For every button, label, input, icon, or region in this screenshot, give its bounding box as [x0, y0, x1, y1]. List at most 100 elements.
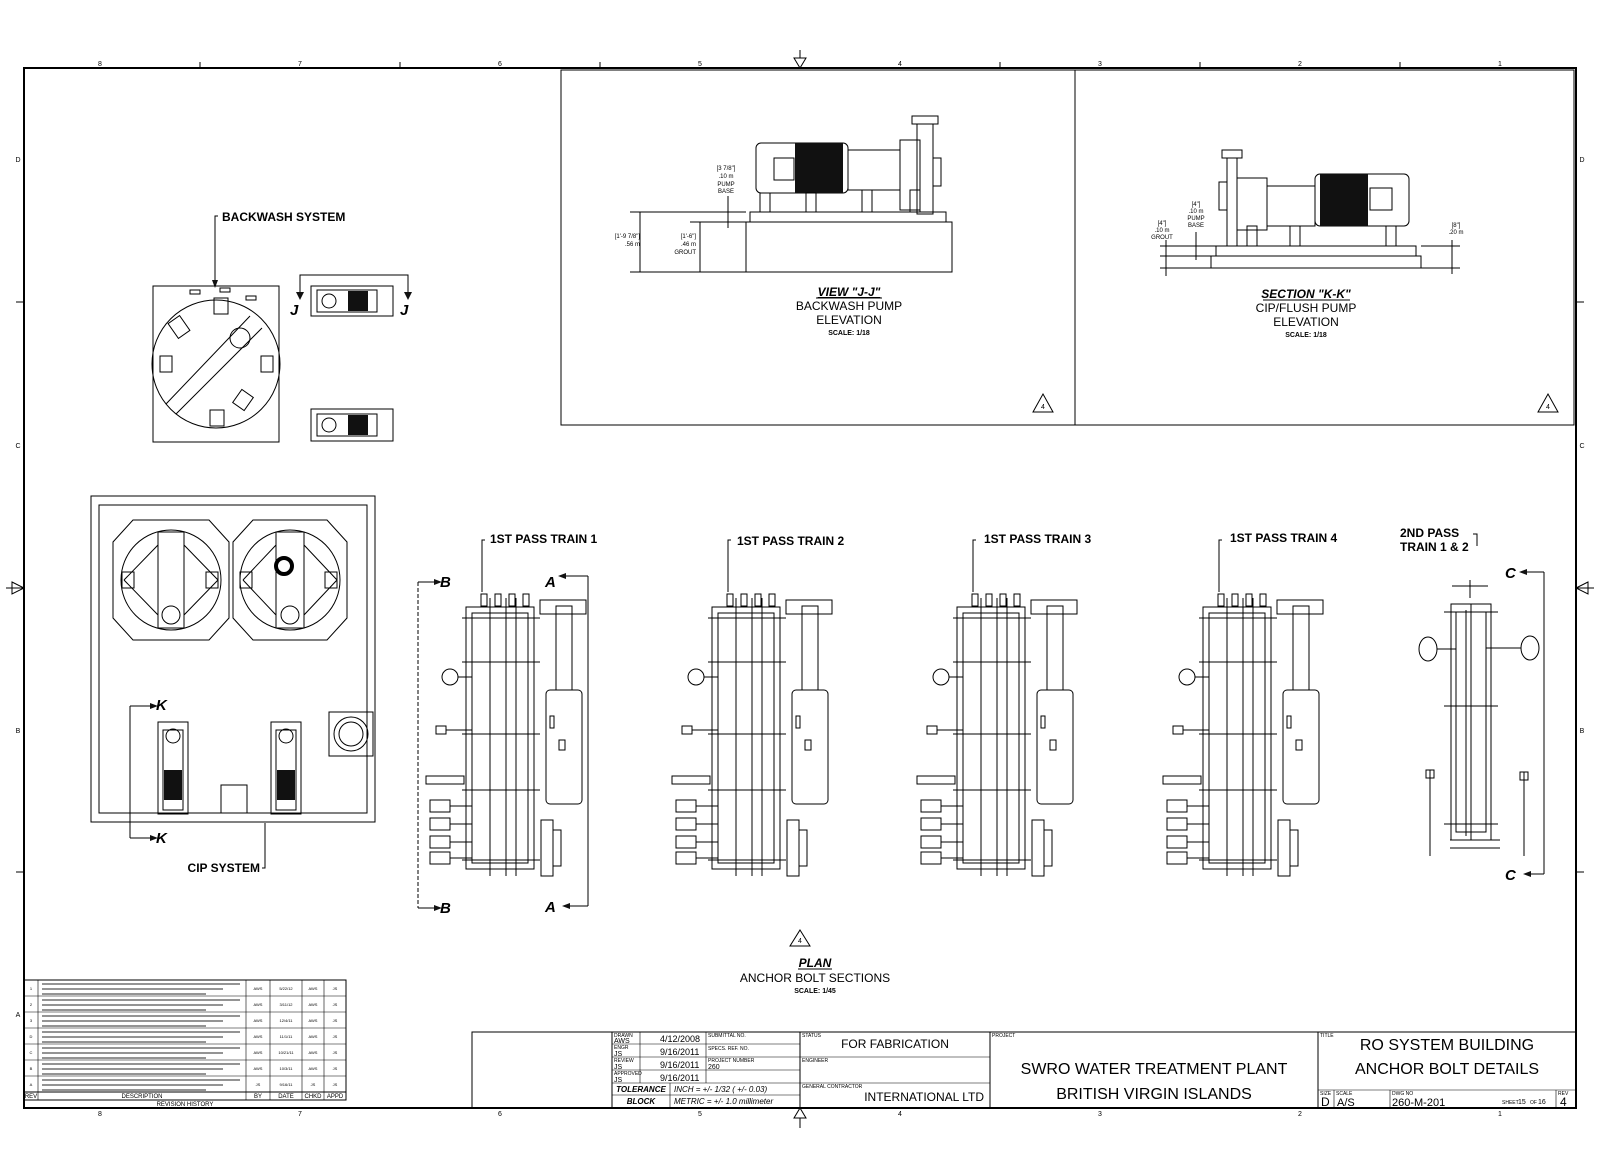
plan-rev: 4 [798, 938, 802, 945]
jj-grout [745, 221, 953, 273]
tb-rev: 4 [1560, 1095, 1567, 1109]
tb-of-label: OF [1530, 1100, 1537, 1106]
trains-layer [425, 539, 1324, 877]
col-label: 6 [498, 1111, 502, 1118]
tb-gc: INTERNATIONAL LTD [864, 1090, 984, 1104]
jj-dim-total-in: [1'-9 7/8"] [615, 234, 641, 240]
kk-rev-triangle [1537, 392, 1559, 413]
tb-project-1: SWRO WATER TREATMENT PLANT [1021, 1061, 1288, 1078]
cip-pump-1 [157, 721, 189, 815]
col-label: 1 [1498, 61, 1502, 68]
tb-title-label: TITLE [1320, 1033, 1334, 1039]
rev-cell-chkd: AWS [309, 1066, 318, 1071]
kk-rev: 4 [1546, 404, 1550, 411]
tb-tolerance-1: TOLERANCE [616, 1085, 666, 1094]
jj-dim-grout-label: GROUT [674, 250, 696, 256]
section-mark-k-top: K [156, 697, 168, 714]
plan-line1: ANCHOR BOLT SECTIONS [740, 971, 890, 985]
rev-cell-date: 5/22/12 [279, 986, 293, 991]
tb-rev-label: REV [1558, 1091, 1569, 1097]
backwash-tank [151, 299, 281, 429]
row-label: B [1580, 728, 1585, 735]
rev-cell-date: 10/3/11 [279, 1066, 293, 1071]
tb-sheet-label: SHEET [1502, 1100, 1519, 1106]
jj-line1: BACKWASH PUMP [796, 299, 902, 313]
tb-spec-label: SPECS. REF. NO. [708, 1046, 749, 1052]
tb-project-number: 260 [708, 1064, 720, 1071]
train-label-2: 1ST PASS TRAIN 2 [737, 534, 844, 548]
jj-scale: SCALE: 1/18 [828, 330, 870, 337]
tb-tol-inch: INCH = +/- 1/32 ( +/- 0.03) [674, 1085, 767, 1094]
rev-cell-appd: JS [333, 1050, 338, 1055]
kk-dim-grout-label: GROUT [1151, 235, 1173, 241]
kk-dim-base-l1: PUMP [1187, 216, 1204, 222]
rev-cell-rev: D [30, 1034, 33, 1039]
plan-title: PLAN [799, 956, 832, 970]
tb-sheet-total: 16 [1538, 1099, 1546, 1106]
rev-cell-by: JS [256, 1082, 261, 1087]
train-skid [916, 539, 1078, 877]
rev-cell-by: AWS [254, 986, 263, 991]
col-label: 4 [898, 1111, 902, 1118]
jj-dim-base-l1: PUMP [717, 182, 734, 188]
rev-cell-rev: 3 [30, 1018, 33, 1023]
row-label: C [15, 443, 20, 450]
rev-cell-chkd: JS [311, 1082, 316, 1087]
jj-rev-triangle [1032, 392, 1054, 413]
col-label: 2 [1298, 1111, 1302, 1118]
rev-header-by: BY [254, 1094, 262, 1100]
cip-system: K K CIP SYSTEM [90, 495, 376, 875]
kk-dim-right-in: [8"] [1452, 223, 1461, 229]
rev-cell-date: 12/4/11 [279, 1018, 293, 1023]
rev-cell-chkd: AWS [309, 1034, 318, 1039]
tb-scale: A/S [1337, 1097, 1355, 1109]
jj-dim-grout-in: [1'-6"] [681, 234, 697, 240]
view-jj: [1'-9 7/8"] .56 m [1'-6"] .46 m GROUT [3… [615, 115, 1054, 413]
rev-cell-appd: JS [333, 986, 338, 991]
col-label: 1 [1498, 1111, 1502, 1118]
cip-room-outer [90, 495, 376, 823]
section-mark-b-bottom: B [440, 900, 451, 917]
train-skid [1162, 539, 1324, 877]
col-label: 5 [698, 61, 702, 68]
jj-rev: 4 [1041, 404, 1045, 411]
tb-submittal-label: SUBMITTAL NO. [708, 1033, 746, 1039]
section-mark-a-top: A [544, 574, 556, 591]
tb-size-label: SIZE [1320, 1091, 1332, 1097]
rev-cell-by: AWS [254, 1002, 263, 1007]
col-label: 7 [298, 61, 302, 68]
kk-title: SECTION "K-K" [1261, 287, 1351, 301]
tb-drawn-by: AWS [614, 1038, 630, 1045]
backwash-pump-1 [310, 285, 394, 317]
section-mark-b-top: B [440, 574, 451, 591]
cip-label: CIP SYSTEM [188, 861, 260, 875]
train-label-3: 1ST PASS TRAIN 3 [984, 532, 1091, 546]
rev-cell-date: 10/21/11 [278, 1050, 294, 1055]
tb-engineer-label: ENGINEER [802, 1058, 829, 1064]
rev-cell-by: AWS [254, 1034, 263, 1039]
tb-title-1: RO SYSTEM BUILDING [1360, 1037, 1534, 1054]
kk-scale: SCALE: 1/18 [1285, 332, 1327, 339]
tb-drawn-label: DRAWN [614, 1033, 633, 1039]
tb-project-2: BRITISH VIRGIN ISLANDS [1056, 1086, 1252, 1103]
backwash-label: BACKWASH SYSTEM [222, 210, 345, 224]
tb-approved-label: APPROVED [614, 1071, 642, 1077]
kk-dim-right-m: .20 m [1448, 230, 1463, 236]
tb-review-by: JS [614, 1064, 623, 1071]
section-mark-c-top: C [1505, 565, 1517, 582]
section-mark-j-left: J [290, 302, 299, 319]
center-mark-top [793, 50, 807, 69]
col-label: 8 [98, 1111, 102, 1118]
jj-dim-grout-m: .46 m [681, 242, 696, 248]
rev-cell-rev: A [30, 1082, 33, 1087]
rev-cell-chkd: AWS [309, 1050, 318, 1055]
jj-title: VIEW "J-J" [818, 285, 881, 299]
kk-grout [1210, 255, 1422, 269]
kk-line2: ELEVATION [1273, 315, 1339, 329]
section-mark-c-bottom: C [1505, 867, 1517, 884]
rev-header-date: DATE [278, 1094, 294, 1100]
section-mark-j-right: J [400, 302, 409, 319]
